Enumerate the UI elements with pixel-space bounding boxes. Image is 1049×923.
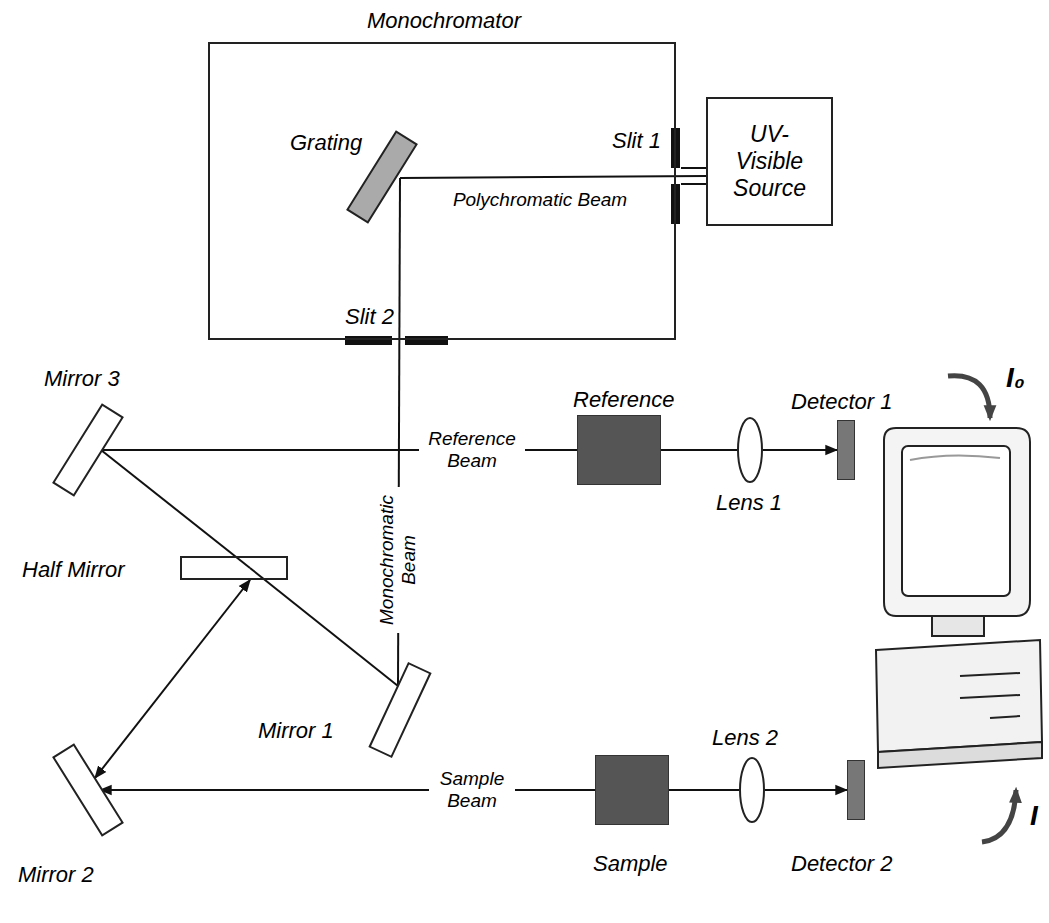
signal-arrow [982,790,1016,842]
beam-label: Monochromatic Beam [375,487,421,633]
beam-line [763,449,837,451]
beam-label: Polychromatic Beam [417,188,663,212]
beam-line [669,789,739,791]
lens-shape [738,418,762,482]
node-label: Grating [290,130,362,156]
beam-line [101,450,250,568]
source-tube [681,183,706,185]
beam-line [661,449,737,451]
node-label: Half Mirror [22,557,125,583]
mirror-outline [365,660,435,760]
mirror-shape [370,663,431,757]
slit-label: Slit 1 [612,128,661,154]
light-source-box: UV-Visible Source [706,97,833,226]
signal-label: I [1030,800,1038,832]
computer [876,428,1042,768]
node-label: Lens 2 [712,725,778,751]
sample-cell: Sample [595,755,669,825]
slit-bar [345,336,392,345]
lens: Lens 2 [739,757,765,823]
mirror-outline [55,400,121,500]
signal-label: I₀ [1006,362,1025,394]
beam-line [100,789,595,791]
beam-line [400,176,706,178]
mirror-shape [53,405,122,496]
detector: Detector 2 [847,760,865,820]
node-label: Detector 2 [791,851,893,877]
lens-outline [739,757,765,823]
slit-label: Slit 2 [345,304,394,330]
signal-arrow [948,376,990,418]
mirror: Mirror 3 [55,400,121,500]
half-mirror: Half Mirror [180,556,288,580]
lens-outline [737,417,763,483]
source-tube [681,167,706,169]
node-label: Monochromator [210,8,678,34]
slit-bar [405,336,448,345]
beam-line [765,789,847,791]
node-label: Sample [593,851,668,877]
node-label: Mirror 1 [258,718,334,744]
beam-line [95,580,250,778]
lens-shape [740,758,764,822]
node-label: Lens 1 [716,490,782,516]
node-label: Detector 1 [791,389,893,415]
node-label: UV-Visible Source [720,121,820,202]
reference-cell: Reference [577,415,661,485]
grating: Grating [347,122,417,232]
mirror: Mirror 2 [55,740,121,840]
node-label: Reference [573,387,675,413]
beam-label: Sample Beam [429,767,515,813]
beam-label: Reference Beam [419,427,525,473]
lens: Lens 1 [737,417,763,483]
mirror-outline [55,740,121,840]
mirror: Mirror 1 [365,660,435,760]
node-label: Mirror 2 [18,862,94,888]
detector: Detector 1 [837,420,855,480]
mirror-shape [53,745,122,836]
node-label: Mirror 3 [44,366,120,392]
